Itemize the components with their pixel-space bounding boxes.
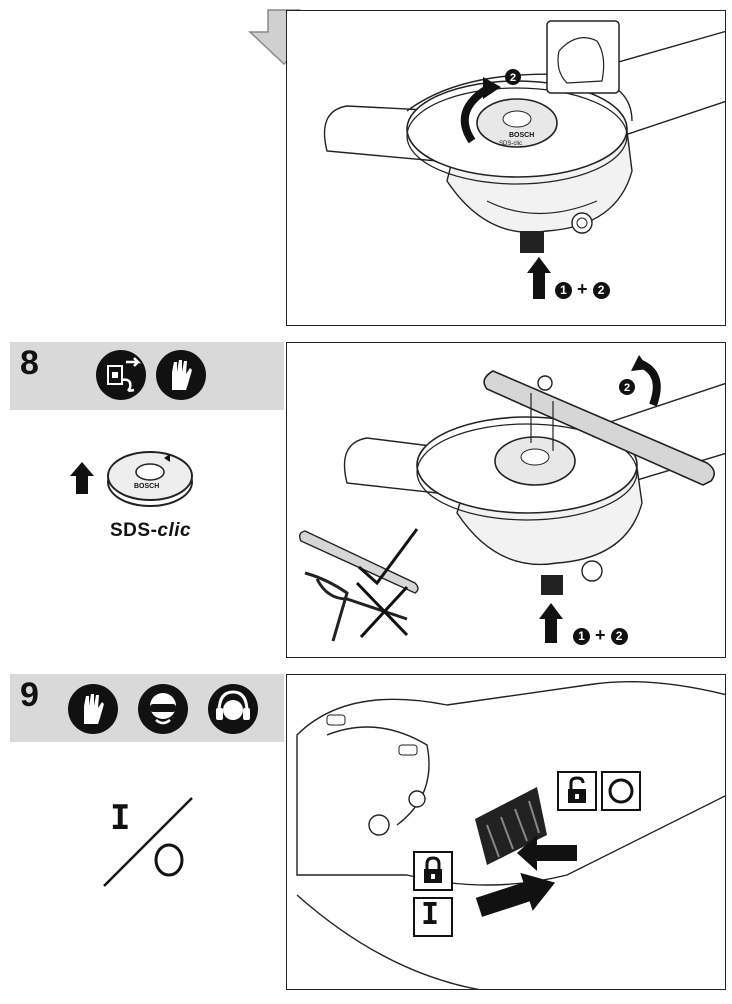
step-8-number: 8 xyxy=(20,344,39,382)
sequence-label: 1 + 2 xyxy=(573,625,628,646)
on-symbol: I xyxy=(110,798,131,838)
on-off-divider xyxy=(103,797,193,887)
lock-icon xyxy=(424,856,442,883)
lock-indicator xyxy=(413,851,453,891)
seq-plus: + xyxy=(577,279,588,299)
callout-two: 2 xyxy=(510,72,516,84)
callout-two: 2 xyxy=(624,382,630,394)
rotate-arrow-icon xyxy=(631,355,649,371)
sds-clic-nut: BOSCH xyxy=(107,451,193,507)
illustration-panel-two-hole-spanner: 2 1 + 2 xyxy=(286,342,726,658)
rotate-arrow-icon xyxy=(483,77,501,99)
seq-plus: + xyxy=(595,625,606,645)
sds-prefix: SDS- xyxy=(110,520,158,541)
off-symbol xyxy=(154,843,184,877)
off-symbol-icon xyxy=(608,778,634,804)
switch-illustration xyxy=(296,680,725,989)
gloves-icon xyxy=(156,350,206,400)
push-up-arrow-icon xyxy=(70,462,94,494)
on-indicator: I xyxy=(413,897,453,937)
seq-first: 1 xyxy=(555,281,572,299)
grinder-illustration: BOSCH SDS-clic 2 xyxy=(323,20,725,299)
grinder-spanner-illustration: 2 xyxy=(298,355,725,643)
on-symbol: I xyxy=(421,897,440,932)
sequence-label: 1 + 2 xyxy=(555,279,610,300)
spanner-tool xyxy=(483,370,715,486)
sds-suffix: clic xyxy=(157,520,192,541)
goggles-icon xyxy=(138,684,188,734)
unlock-icon xyxy=(568,776,586,803)
unlock-indicator xyxy=(557,771,597,811)
slide-arrow-icon xyxy=(517,835,577,871)
illustration-panel-switch: I xyxy=(286,674,726,990)
unplug-icon xyxy=(96,350,146,400)
step-8-header-band xyxy=(10,342,284,410)
check-icon xyxy=(358,528,419,586)
illustration-panel-release-nut: BOSCH SDS-clic 2 1 + 2 xyxy=(286,10,726,326)
ear-protection-icon xyxy=(208,684,258,734)
push-arrow-icon xyxy=(475,872,556,917)
seq-second: 2 xyxy=(592,281,610,299)
off-indicator xyxy=(601,771,641,811)
sds-clic-label: SDS-clic xyxy=(110,520,191,542)
gloves-icon xyxy=(68,684,118,734)
nut-model-text: SDS-clic xyxy=(499,141,522,147)
push-up-arrow-icon xyxy=(539,603,563,643)
nut-brand-text: BOSCH xyxy=(134,483,159,490)
push-up-arrow-icon xyxy=(527,257,551,299)
seq-first: 1 xyxy=(573,627,590,645)
cross-icon xyxy=(355,581,409,639)
seq-second: 2 xyxy=(610,627,628,645)
nut-brand-text: BOSCH xyxy=(509,132,534,139)
step-9-number: 9 xyxy=(20,676,39,714)
power-switch[interactable] xyxy=(475,787,547,865)
